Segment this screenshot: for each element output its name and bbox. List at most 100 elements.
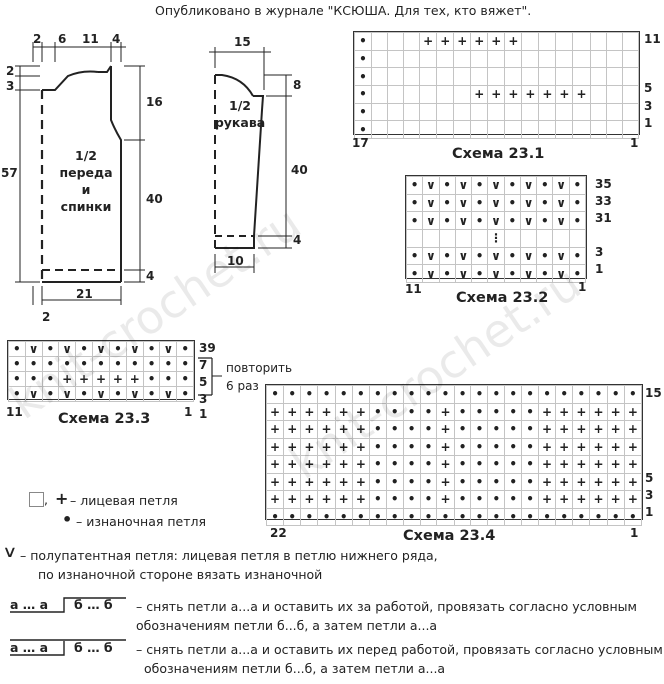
chart-cell: + — [589, 420, 608, 439]
scheme-23-2-col-11: 11 — [405, 282, 422, 296]
chart-cell: ∨ — [487, 193, 505, 213]
chart-cell: • — [354, 32, 372, 51]
chart-cell — [605, 102, 623, 122]
legend-cable1-box-a: а … а — [10, 597, 49, 612]
chart-cell: • — [470, 507, 489, 526]
chart-cell — [438, 228, 456, 248]
chart-cell — [589, 120, 607, 139]
chart-cell: • — [572, 385, 591, 404]
chart-cell: • — [487, 437, 506, 456]
scheme-23-2-row-31: 31 — [595, 211, 612, 225]
chart-cell — [572, 120, 591, 139]
chart-cell — [436, 49, 455, 69]
chart-cell: + — [572, 455, 591, 474]
scheme-23-4-caption: Схема 23.4 — [403, 528, 496, 544]
scheme-23-2-row-35: 35 — [595, 177, 612, 191]
chart-cell: • — [176, 386, 194, 402]
scheme-23-3-caption: Схема 23.3 — [58, 411, 151, 427]
chart-cell: • — [283, 507, 302, 526]
chart-cell: • — [317, 385, 336, 404]
chart-cell: • — [354, 49, 372, 69]
chart-cell: + — [623, 455, 643, 474]
body-dim-right-40: 40 — [146, 192, 163, 206]
chart-cell: • — [503, 193, 521, 213]
scheme-23-4-row-1: 1 — [645, 505, 654, 519]
chart-cell: • — [503, 264, 521, 283]
chart-cell — [386, 102, 405, 122]
chart-cell: • — [470, 437, 489, 456]
chart-cell: ∨ — [552, 176, 570, 195]
scheme-23-3-row-39: 39 — [199, 341, 216, 355]
chart-cell: ∨ — [552, 211, 570, 230]
chart-cell: • — [536, 211, 554, 230]
chart-cell: + — [453, 32, 472, 51]
chart-cell: • — [521, 472, 539, 491]
chart-cell: + — [537, 472, 557, 491]
chart-cell: • — [503, 246, 521, 266]
legend-cable2-line1: – снять петли а...а и оставить их перед … — [136, 642, 663, 657]
chart-cell — [487, 102, 506, 122]
chart-cell: • — [504, 507, 523, 526]
chart-cell: • — [317, 507, 336, 526]
chart-cell: ∨ — [519, 264, 538, 283]
scheme-23-2-row-3: 3 — [595, 245, 604, 259]
chart-cell — [470, 228, 489, 248]
chart-cell: • — [405, 246, 424, 266]
body-dim-left-2: 2 — [6, 64, 15, 78]
chart-cell — [538, 32, 557, 51]
chart-cell: • — [521, 402, 539, 421]
scheme-23-3-col-11: 11 — [6, 405, 23, 419]
chart-cell: • — [470, 402, 489, 421]
chart-cell: • — [354, 67, 372, 86]
chart-cell: ∨ — [519, 193, 538, 213]
scheme-23-1-col-1: 1 — [630, 136, 639, 150]
chart-cell: • — [470, 420, 489, 439]
chart-cell: + — [125, 371, 144, 387]
scheme-23-1-row-5: 5 — [644, 81, 653, 95]
scheme-23-2-row-1: 1 — [595, 262, 604, 276]
chart-cell: • — [453, 490, 472, 509]
chart-cell: + — [265, 420, 285, 439]
chart-cell: + — [555, 455, 574, 474]
chart-cell — [436, 84, 455, 104]
chart-cell: • — [419, 455, 438, 474]
chart-cell: + — [283, 402, 302, 421]
chart-cell — [487, 67, 506, 86]
chart-cell: • — [537, 507, 557, 526]
chart-cell: • — [568, 264, 587, 283]
chart-cell: • — [504, 402, 523, 421]
chart-cell: • — [568, 193, 587, 213]
chart-cell: + — [351, 472, 370, 491]
chart-cell: ∨ — [92, 386, 110, 402]
chart-cell — [370, 32, 388, 51]
sleeve-dim-right-4: 4 — [293, 233, 302, 247]
chart-cell: + — [334, 472, 353, 491]
chart-cell: • — [470, 385, 489, 404]
chart-cell: + — [606, 402, 625, 421]
chart-cell: • — [159, 371, 178, 387]
legend-cable1-box-b: б … б — [74, 597, 113, 612]
chart-cell: + — [351, 490, 370, 509]
body-dim-right-16: 16 — [146, 95, 163, 109]
scheme-23-4-row-3: 3 — [645, 488, 654, 502]
chart-cell — [386, 32, 405, 51]
chart-cell: • — [504, 490, 523, 509]
chart-cell: + — [623, 420, 643, 439]
chart-cell — [419, 120, 438, 139]
legend-knit-separator: , — [44, 492, 48, 507]
chart-cell: + — [555, 437, 574, 456]
chart-cell — [422, 228, 440, 248]
chart-cell: • — [555, 385, 574, 404]
chart-cell — [504, 120, 523, 139]
chart-cell — [470, 49, 489, 69]
chart-cell — [403, 32, 421, 51]
chart-cell: • — [436, 507, 455, 526]
chart-cell: • — [589, 507, 608, 526]
chart-cell: • — [606, 385, 625, 404]
chart-cell: + — [265, 490, 285, 509]
chart-cell: • — [487, 420, 506, 439]
scheme-23-1-caption: Схема 23.1 — [452, 146, 545, 162]
chart-cell: • — [351, 507, 370, 526]
legend-purl-text: – изнаночная петля — [76, 514, 207, 529]
